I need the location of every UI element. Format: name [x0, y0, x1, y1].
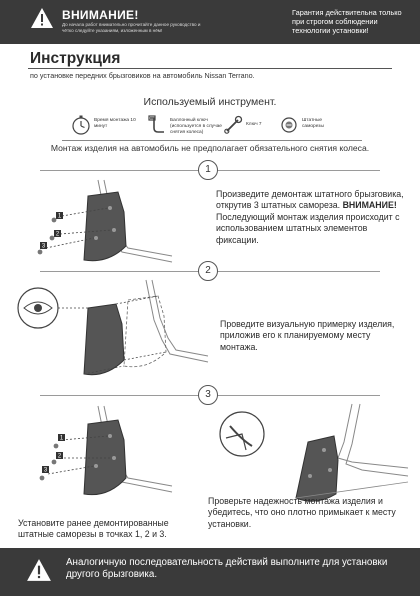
footer-banner: Аналогичную последовательность действий … — [0, 548, 420, 596]
step3-left-text: Установите ранее демонтированные штатные… — [18, 518, 169, 540]
tool-item-wrench: Ключ 7 — [222, 114, 272, 140]
tool-label: Ключ 7 — [246, 122, 262, 127]
callout-3: 3 — [44, 468, 48, 474]
step2-text: Проведите визуальную примерку изделия, п… — [220, 319, 395, 352]
step1-text-pre: Произведите демонтаж штатного брызговика… — [216, 189, 404, 211]
page-title: Инструкция — [30, 50, 121, 67]
tool-label: Штатные саморезы — [302, 118, 324, 129]
warning-banner: ВНИМАНИЕ! До начала работ внимательно пр… — [0, 0, 420, 44]
callout-2: 2 — [58, 454, 62, 460]
step-number: 3 — [198, 385, 218, 405]
warning-icon — [31, 8, 53, 28]
callout-3: 3 — [42, 244, 46, 250]
stopwatch-icon — [72, 115, 90, 135]
title-divider — [28, 68, 392, 69]
step-number: 2 — [198, 261, 218, 281]
step3-right-illustration — [219, 403, 409, 502]
tools-heading: Используемый инструмент. — [143, 96, 277, 108]
tools-divider — [62, 140, 362, 141]
step2-illustration — [17, 279, 209, 376]
step1-illustration: 1 2 3 — [37, 179, 173, 263]
tool-label: Баллонный ключ (используется в случае сн… — [170, 118, 222, 135]
tool-item-screws: Штатные саморезы — [278, 114, 338, 140]
step3-right-text: Проверьте надежность монтажа изделия и у… — [208, 496, 396, 529]
warning-icon — [27, 559, 51, 581]
screws-icon — [281, 117, 297, 133]
callout-1: 1 — [58, 214, 62, 220]
warning-title: ВНИМАНИЕ! — [62, 8, 139, 22]
page-subtitle: по установке передних брызговиков на авт… — [30, 71, 255, 80]
callout-1: 1 — [60, 436, 64, 442]
lug-wrench-icon — [148, 115, 164, 133]
tool-item-time: Время монтажа 10 минут — [70, 114, 150, 140]
wheel-note: Монтаж изделия на автомобиль не предпола… — [50, 143, 370, 153]
guarantee-note: Гарантия действительна только при строго… — [292, 8, 402, 35]
callout-2: 2 — [56, 232, 60, 238]
tool-item-lug-wrench: Баллонный ключ (используется в случае сн… — [146, 114, 226, 140]
warning-text: До начала работ внимательно прочитайте д… — [62, 22, 201, 33]
step1-text-post: Последующий монтаж изделия происходит с … — [216, 211, 400, 245]
step3-left-illustration: 1 2 3 — [39, 405, 173, 496]
step1-text: Произведите демонтаж штатного брызговика… — [216, 189, 406, 246]
step-number: 1 — [198, 160, 218, 180]
wrench-icon — [224, 115, 243, 134]
step1-warning: ВНИМАНИЕ! — [342, 200, 397, 211]
tool-label: Время монтажа 10 минут — [94, 118, 136, 129]
final-instruction: Аналогичную последовательность действий … — [66, 557, 388, 580]
